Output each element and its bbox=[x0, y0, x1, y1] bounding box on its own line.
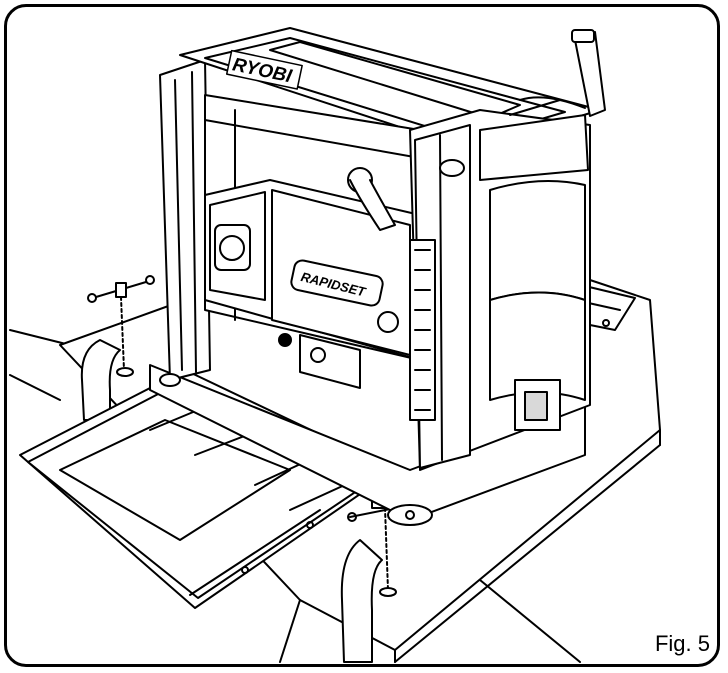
figure-label: Fig. 5 bbox=[654, 631, 710, 656]
planer-housing bbox=[149, 27, 606, 526]
